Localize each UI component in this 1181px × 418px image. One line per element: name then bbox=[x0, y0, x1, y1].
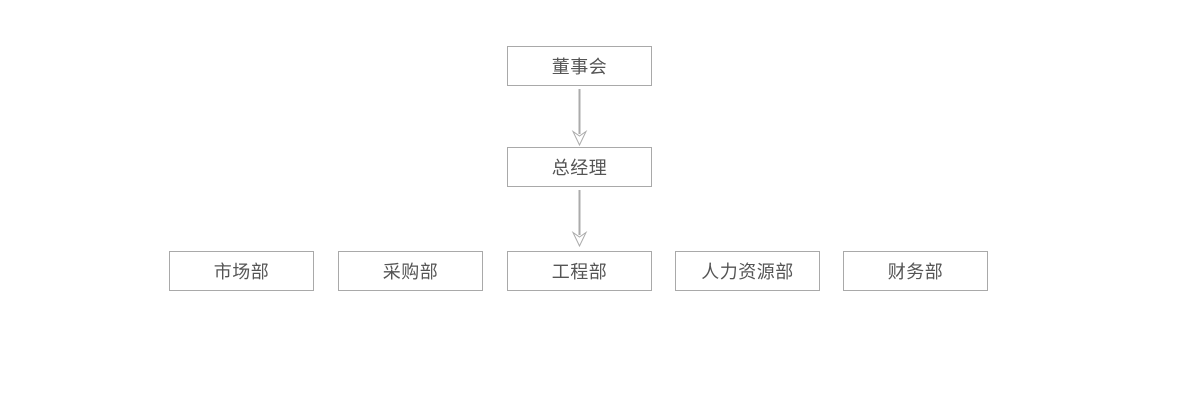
org-node-dept-finance: 财务部 bbox=[843, 251, 988, 291]
org-node-general-manager: 总经理 bbox=[507, 147, 652, 187]
arrow-down-icon bbox=[571, 190, 588, 247]
arrow-head bbox=[571, 130, 588, 146]
org-node-dept-engineering: 工程部 bbox=[507, 251, 652, 291]
org-node-board: 董事会 bbox=[507, 46, 652, 86]
org-node-dept-marketing: 市场部 bbox=[169, 251, 314, 291]
org-node-dept-human-resources: 人力资源部 bbox=[675, 251, 820, 291]
arrow-head bbox=[571, 231, 588, 247]
org-node-dept-purchasing: 采购部 bbox=[338, 251, 483, 291]
arrow-down-icon bbox=[571, 89, 588, 146]
